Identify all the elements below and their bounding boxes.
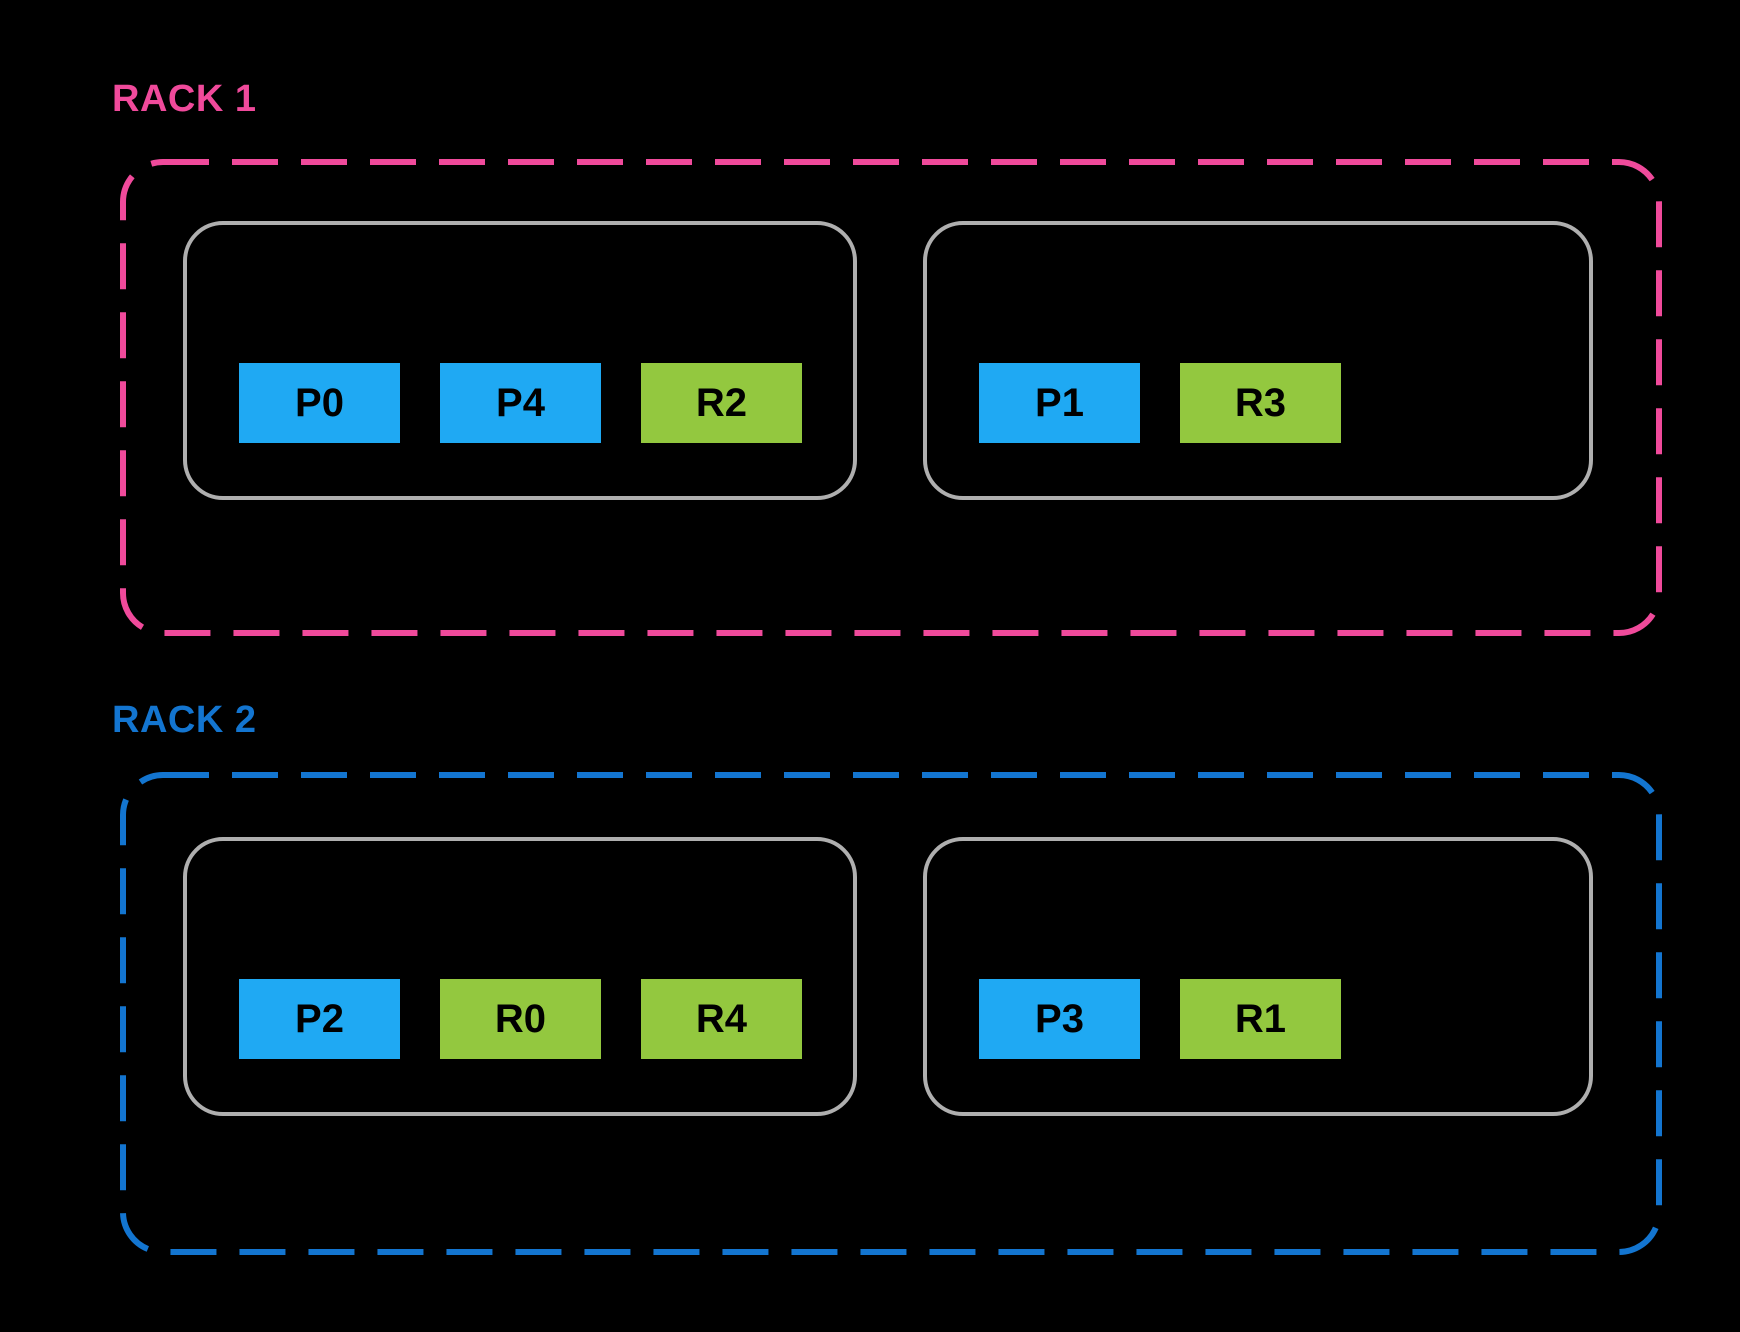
rack1-label: RACK 1 (112, 78, 257, 120)
shard-p3: P3 (979, 979, 1140, 1059)
shard-r1: R1 (1180, 979, 1341, 1059)
shard-r2: R2 (641, 363, 802, 443)
rack2-host2-box: P3 R1 (923, 837, 1593, 1116)
shard-r3: R3 (1180, 363, 1341, 443)
rack2-host1-box: P2 R0 R4 (183, 837, 857, 1116)
rack2-label: RACK 2 (112, 699, 257, 741)
rack1-dashed-boundary (120, 159, 1662, 636)
rack1-host1-box: P0 P4 R2 (183, 221, 857, 500)
shard-p1: P1 (979, 363, 1140, 443)
shard-r4: R4 (641, 979, 802, 1059)
shard-p2: P2 (239, 979, 400, 1059)
shard-p4: P4 (440, 363, 601, 443)
rack2-dashed-boundary (120, 772, 1662, 1255)
shard-p0: P0 (239, 363, 400, 443)
shard-r0: R0 (440, 979, 601, 1059)
rack1-host2-box: P1 R3 (923, 221, 1593, 500)
